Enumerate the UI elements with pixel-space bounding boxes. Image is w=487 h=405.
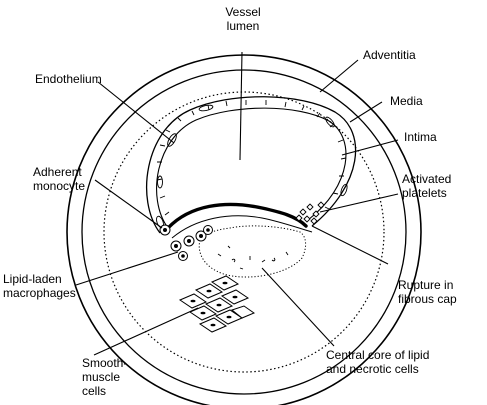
leader-smooth-muscle [93,307,199,356]
leader-adherent-monocyte [94,179,163,229]
adventitia-label: Adventitia [363,48,416,62]
rupture-fibrous-cap-label: Rupture in fibrous cap [398,278,457,306]
fibrous-cap [166,202,308,230]
leader-rupture [311,225,389,265]
leader-lines [75,51,399,356]
activated-platelets-label: Activated platelets [402,172,452,200]
media-label: Media [390,94,423,108]
smooth-muscle-cells-label: Smooth- muscle cells [82,356,128,398]
media-ring [81,69,407,395]
endothelial-cells [156,100,348,229]
lipid-debris [217,245,289,270]
adherent-monocyte-label: Adherent monocyte [33,165,86,193]
intima-label: Intima [404,130,437,144]
leader-vessel-lumen [239,51,243,161]
macrophages [159,224,213,261]
internal-elastic-lamina [103,91,385,373]
endothelium-outer-edge [146,96,357,234]
leader-media [349,101,383,123]
leader-macrophages [75,251,179,286]
endothelium-inner-edge [156,107,347,229]
fibrous-cap-lower [171,215,313,239]
vessel-lumen-label: Vessel lumen [225,5,261,33]
endothelium-label: Endothelium [35,72,102,86]
leader-intima [341,139,399,156]
central-core-label: Central core of lipid and necrotic cells [326,348,430,376]
adventitia-outer-ring [66,54,422,405]
smooth-muscle-nuclei [190,281,238,327]
lipid-core [198,225,307,278]
activated-platelets [295,201,325,225]
leader-central-core [261,267,335,347]
leader-activated-platelets [319,193,399,213]
lipid-laden-macrophages-label: Lipid-laden macrophages [3,272,76,300]
smooth-muscle-cells [178,275,256,333]
leader-adventitia [319,59,359,93]
leader-endothelium [97,81,175,144]
